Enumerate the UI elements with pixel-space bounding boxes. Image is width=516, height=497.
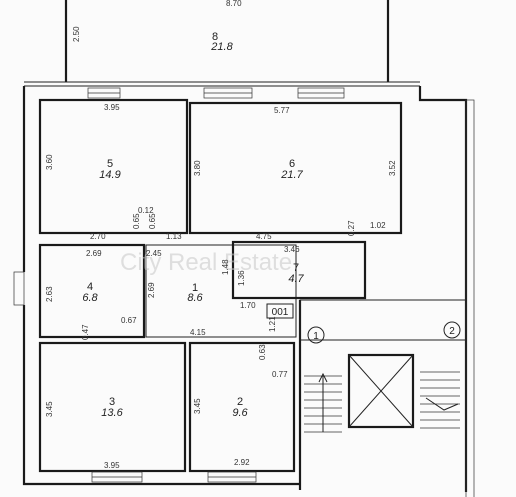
room-4-label: 4 6.8 — [82, 281, 98, 304]
room-5-label: 5 14.9 — [99, 158, 120, 181]
room-4-outline — [38, 243, 146, 339]
room-2-label: 2 9.6 — [232, 396, 248, 419]
dimension-label: 1.36 — [237, 270, 246, 286]
dimension-label: 2.92 — [234, 458, 250, 467]
dimension-label: 0.27 — [347, 220, 356, 236]
room-5-area: 14.9 — [99, 169, 120, 181]
watermark: City Real Estate — [120, 249, 292, 276]
room-1-outline — [145, 244, 297, 338]
dimension-label: 0.67 — [121, 316, 137, 325]
dimension-label: 0.77 — [272, 370, 288, 379]
room-4-number: 4 — [87, 281, 93, 293]
dimension-label: 2.70 — [90, 232, 106, 241]
room-7-area: 4.7 — [288, 273, 304, 285]
stairwell — [299, 299, 467, 433]
room-5-number: 5 — [107, 158, 113, 170]
dimension-label: 5.77 — [274, 106, 290, 115]
dimension-label: 3.60 — [45, 154, 54, 170]
dimension-label: 2.45 — [146, 249, 162, 258]
dimension-label: 3.45 — [193, 398, 202, 414]
room-1-number: 1 — [192, 282, 198, 294]
windows — [13, 87, 475, 497]
room-8-area: 21.8 — [210, 41, 233, 53]
dimension-label: 0.12 — [138, 206, 154, 215]
dimension-label: 0.65 — [132, 213, 141, 229]
dimension-label: 8.70 — [226, 0, 242, 8]
dimension-label: 4.75 — [256, 232, 272, 241]
dimension-label: 1.70 — [240, 301, 256, 310]
room-5-outline — [38, 98, 189, 235]
dimension-label: 1.21 — [268, 316, 277, 332]
axis-1-label: 1 — [313, 331, 319, 342]
axis-1-marker — [307, 326, 325, 344]
dimension-label: 3.95 — [104, 461, 120, 470]
dimension-label: 3.95 — [104, 103, 120, 112]
unit-tag: 001 — [272, 307, 289, 318]
dimension-label: 3.52 — [388, 160, 397, 176]
room-7-outline — [231, 240, 367, 300]
room-8-label: 8 21.8 — [210, 31, 233, 53]
room-7-label: 7 4.7 — [288, 262, 304, 285]
dimension-label: 3.46 — [284, 245, 300, 254]
dimension-label: 2.69 — [86, 249, 102, 258]
dimension-label: 1.13 — [166, 232, 182, 241]
room-2-number: 2 — [237, 396, 243, 408]
room-2-outline — [188, 341, 296, 473]
room-3-outline — [38, 341, 187, 473]
dimension-label: 0.47 — [81, 324, 90, 340]
room-3-area: 13.6 — [101, 407, 123, 419]
room-6-outline — [188, 101, 403, 235]
room-8-number: 8 — [212, 31, 218, 43]
room-2-area: 9.6 — [232, 407, 248, 419]
dimension-label: 4.15 — [190, 328, 206, 337]
room-8-outline — [24, 0, 420, 87]
unit-tag-box — [266, 303, 294, 319]
room-6-area: 21.7 — [280, 169, 303, 181]
room-1-label: 1 8.6 — [187, 282, 203, 304]
dimension-label: 1.48 — [221, 259, 230, 275]
room-4-area: 6.8 — [82, 292, 98, 304]
dimension-label: 2.50 — [72, 26, 81, 42]
dimension-label: 0.65 — [148, 213, 157, 229]
dimension-label: 0.63 — [258, 344, 267, 360]
room-7-number: 7 — [293, 262, 299, 274]
dimension-labels: 8.70 2.50 3.95 5.77 3.60 3.80 3.52 0.12 … — [45, 0, 397, 470]
dimension-label: 3.80 — [193, 160, 202, 176]
room-3-number: 3 — [109, 396, 115, 408]
axis-2-label: 2 — [449, 326, 455, 337]
axis-2-marker — [443, 321, 461, 339]
dimension-label: 3.45 — [45, 401, 54, 417]
dimension-label: 2.69 — [147, 282, 156, 298]
dimension-label: 1.02 — [370, 221, 386, 230]
dimension-label: 2.63 — [45, 286, 54, 302]
room-6-label: 6 21.7 — [280, 158, 303, 181]
room-1-area: 8.6 — [187, 292, 203, 304]
room-3-label: 3 13.6 — [101, 396, 123, 419]
room-6-number: 6 — [289, 158, 295, 170]
